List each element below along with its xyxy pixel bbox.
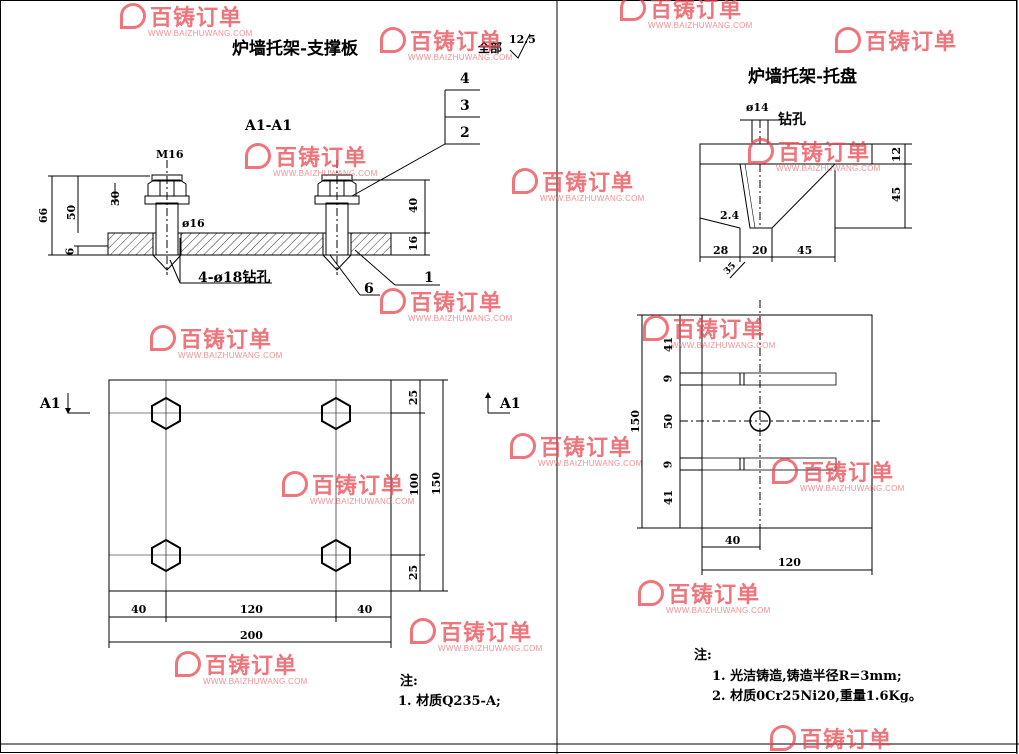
section-marker-right: A1 [500,396,521,412]
tray-top [699,143,873,165]
right-plan-50: 50 [662,413,676,430]
right-title: 炉墙托架-托盘 [748,67,858,87]
tray-rib [739,163,837,229]
right-dim-45-bottom: 45 [797,244,813,257]
section-label: A1-A1 [245,118,293,134]
section-marker-left: A1 [40,396,61,412]
right-plan-40: 40 [725,534,741,547]
plan-dim-25-top: 25 [407,389,421,406]
right-dim-20: 20 [752,244,768,257]
notes-heading-left: 注: [400,674,418,689]
right-plan-9-bottom: 9 [661,460,675,469]
plan-dim-25-bottom: 25 [407,564,421,581]
right-plan-41-bottom: 41 [662,489,676,506]
bolt-hole [321,538,351,573]
finish-prefix: 全部 [478,41,503,55]
notes-heading-right: 注: [694,648,712,663]
hole-callout: 4-ø18钻孔 [198,270,271,286]
plate-outline [108,379,392,592]
part-4: 4 [460,71,470,87]
note-left-1: 1. 材质Q235-A; [398,694,501,709]
plan-view-left [65,379,510,648]
right-plan-41-top: 41 [662,336,676,353]
bolt-label: M16 [156,148,184,161]
right-plan-120: 120 [778,556,801,569]
dim-50: 50 [65,204,79,221]
right-dim-45: 45 [890,186,904,203]
elevation-view-right [699,119,912,279]
right-dim-28: 28 [713,244,729,257]
bolt-hole [151,538,181,573]
plan-dim-200: 200 [240,629,263,642]
right-dim-12: 12 [890,146,904,163]
right-hole-label: 钻孔 [778,112,806,128]
section-view-left [48,33,531,296]
right-plan-150: 150 [628,410,642,433]
left-title: 炉墙托架-支撑板 [232,39,359,59]
right-plan-9-top: 9 [661,374,675,383]
part-3: 3 [460,98,470,114]
part-2: 2 [460,125,470,141]
finish-value: 12.5 [509,33,536,46]
plan-dim-40-right: 40 [357,603,373,616]
part-1: 1 [424,270,434,286]
plan-dim-120: 120 [240,603,263,616]
right-hole-dia: ø14 [746,101,769,114]
bolt-hole [151,396,181,431]
dim-66: 66 [37,207,51,224]
right-dim-slope: 2.4 [720,209,740,222]
plan-view-right [637,300,880,575]
plan-dim-150: 150 [429,472,443,495]
note-right-2: 2. 材质0Cr25Ni20,重量1.6Kg。 [712,689,922,704]
bolt-hole [321,396,351,431]
hole-dia: ø16 [182,217,205,230]
dim-30: 30 [109,190,123,207]
bolt-right [314,174,360,271]
dim-16: 16 [407,235,421,252]
plan-dim-100: 100 [407,473,421,496]
dim-6: 6 [63,247,77,256]
dim-40: 40 [407,197,421,214]
note-right-1: 1. 光洁铸造,铸造半径R=3mm; [712,669,902,684]
plan-dim-40-left: 40 [131,603,147,616]
weld-size: 6 [364,281,374,297]
